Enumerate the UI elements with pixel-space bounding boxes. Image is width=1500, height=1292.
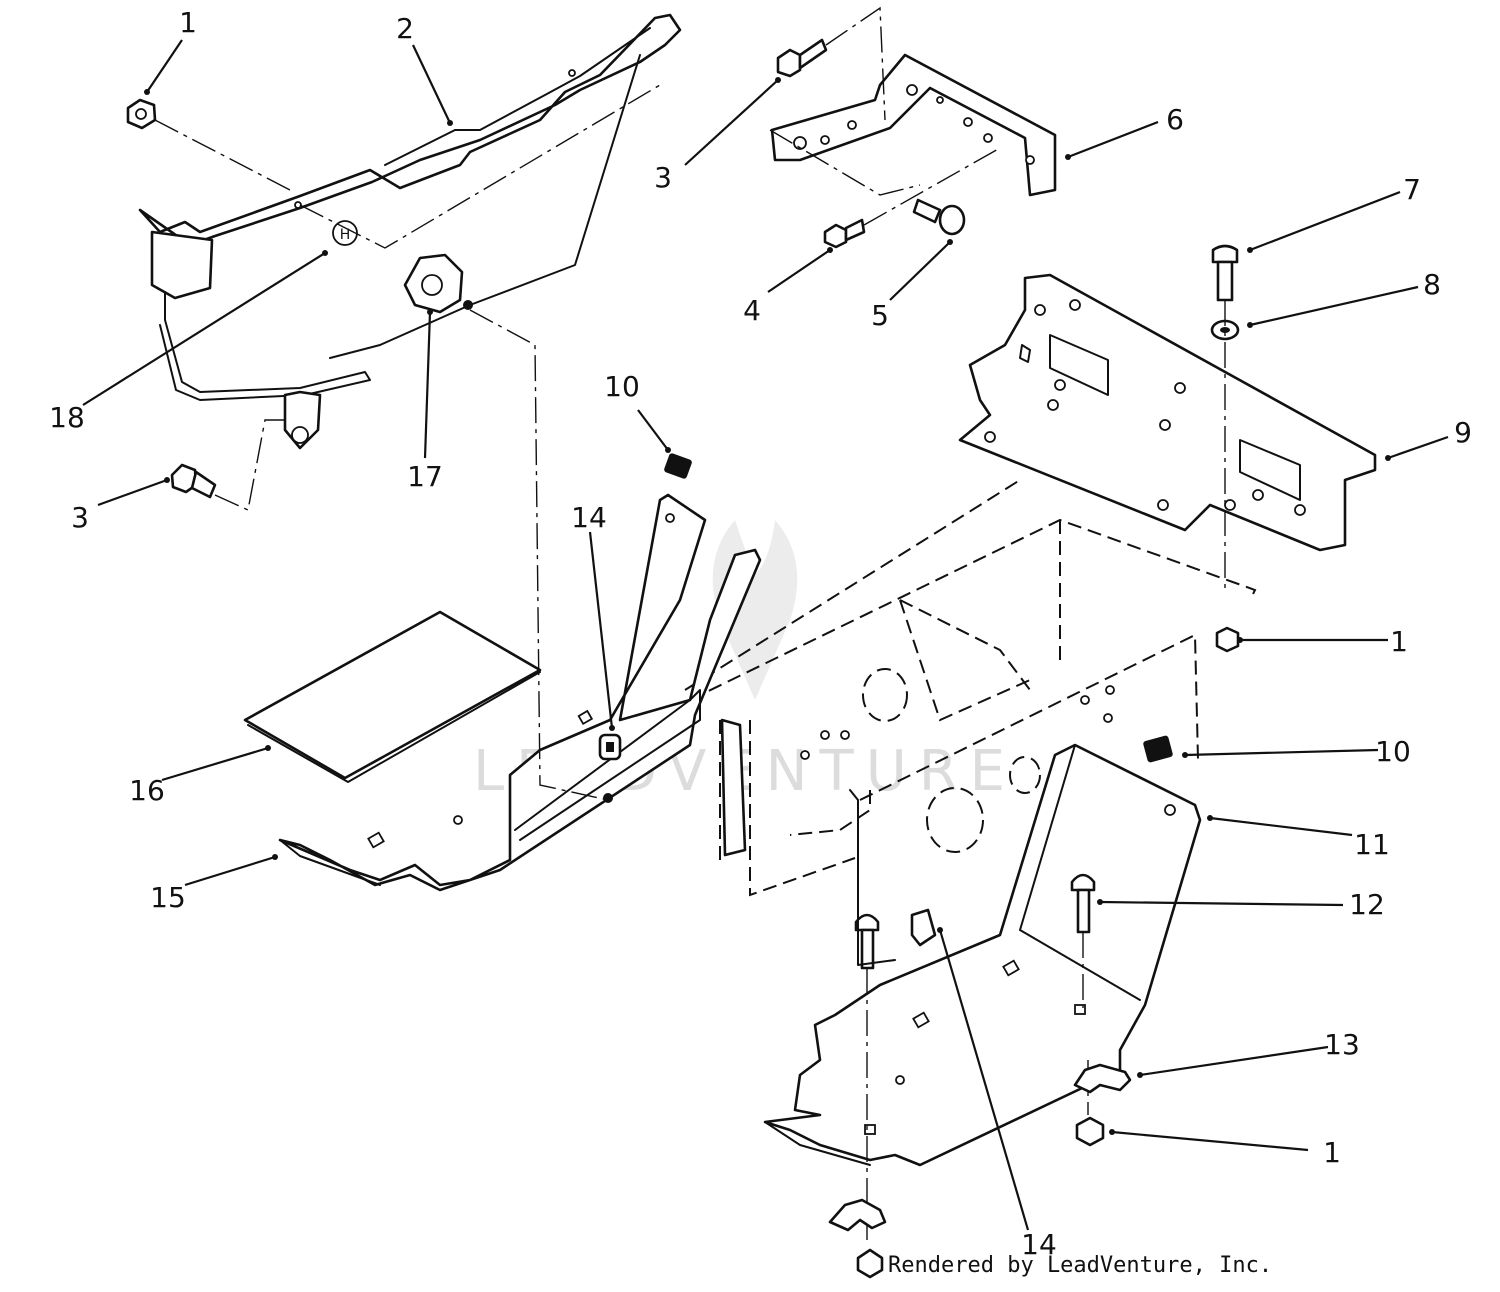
callout-15: 15 [150, 881, 186, 914]
callout-7: 7 [1403, 173, 1421, 206]
part-16-foot-mat [243, 610, 542, 783]
callout-3: 3 [654, 161, 672, 194]
part-13-clamp [828, 1063, 1132, 1232]
callout-14: 14 [1021, 1228, 1057, 1261]
assembly-line [863, 147, 1001, 226]
part-3-bolt-top [776, 38, 828, 78]
part-17-knob [403, 253, 473, 314]
part-10-grommet-top [664, 453, 692, 479]
assembly-line [214, 419, 285, 512]
callout-16: 16 [129, 774, 165, 807]
callout-1: 1 [1390, 625, 1408, 658]
part-7-bolt [1211, 244, 1239, 302]
part-4-bolt [823, 218, 866, 249]
part-12-carriage-bolt [854, 873, 1096, 970]
part-14-clip-left [598, 733, 622, 761]
part-11-footrest-right [763, 743, 1202, 1167]
callout-10: 10 [1375, 735, 1411, 768]
part-5-carriage-bolt [912, 198, 966, 236]
assembly-line [769, 129, 921, 196]
callout-4: 4 [743, 294, 761, 327]
part-1-hex-nut-right [1215, 626, 1240, 653]
render-credit: Rendered by LeadVenture, Inc. [888, 1253, 1273, 1278]
part-1-hex-nut-bottom [856, 1116, 1105, 1279]
callout-2: 2 [396, 12, 414, 45]
assembly-line [469, 309, 609, 801]
callout-6: 6 [1166, 103, 1184, 136]
callout-labels: 1 2 3 3 4 5 6 7 8 9 10 1 10 11 12 13 1 1… [49, 6, 1472, 1261]
callout-9: 9 [1454, 416, 1472, 449]
frame-hidden-assembly [684, 479, 1257, 897]
callout-17: 17 [407, 460, 443, 493]
assembly-line [154, 119, 291, 191]
callout-1: 1 [1323, 1136, 1341, 1169]
callout-3: 3 [71, 501, 89, 534]
callout-5: 5 [871, 299, 889, 332]
part-10-grommet-right [1143, 735, 1173, 763]
part-2-support-bracket [138, 13, 682, 450]
part-15-footrest-left [278, 493, 762, 892]
callout-12: 12 [1349, 888, 1385, 921]
part-18-decal: H [332, 220, 358, 246]
callout-13: 13 [1324, 1028, 1360, 1061]
callout-8: 8 [1423, 268, 1441, 301]
callout-14: 14 [571, 501, 607, 534]
part-14-clip-right [849, 789, 937, 966]
part-6-angle-bracket [770, 53, 1057, 197]
assembly-line [825, 6, 886, 121]
callout-11: 11 [1354, 828, 1390, 861]
part-1-hex-nut [126, 98, 157, 130]
callout-1: 1 [179, 6, 197, 39]
svg-text:H: H [340, 227, 351, 243]
part-8-washer [1210, 319, 1240, 341]
part-3-bolt-left [170, 463, 217, 499]
callout-10: 10 [604, 370, 640, 403]
callout-18: 18 [49, 401, 85, 434]
assembly-line [299, 84, 661, 249]
part-9-mount-plate [958, 273, 1377, 552]
callout-leaders [82, 39, 1449, 1231]
